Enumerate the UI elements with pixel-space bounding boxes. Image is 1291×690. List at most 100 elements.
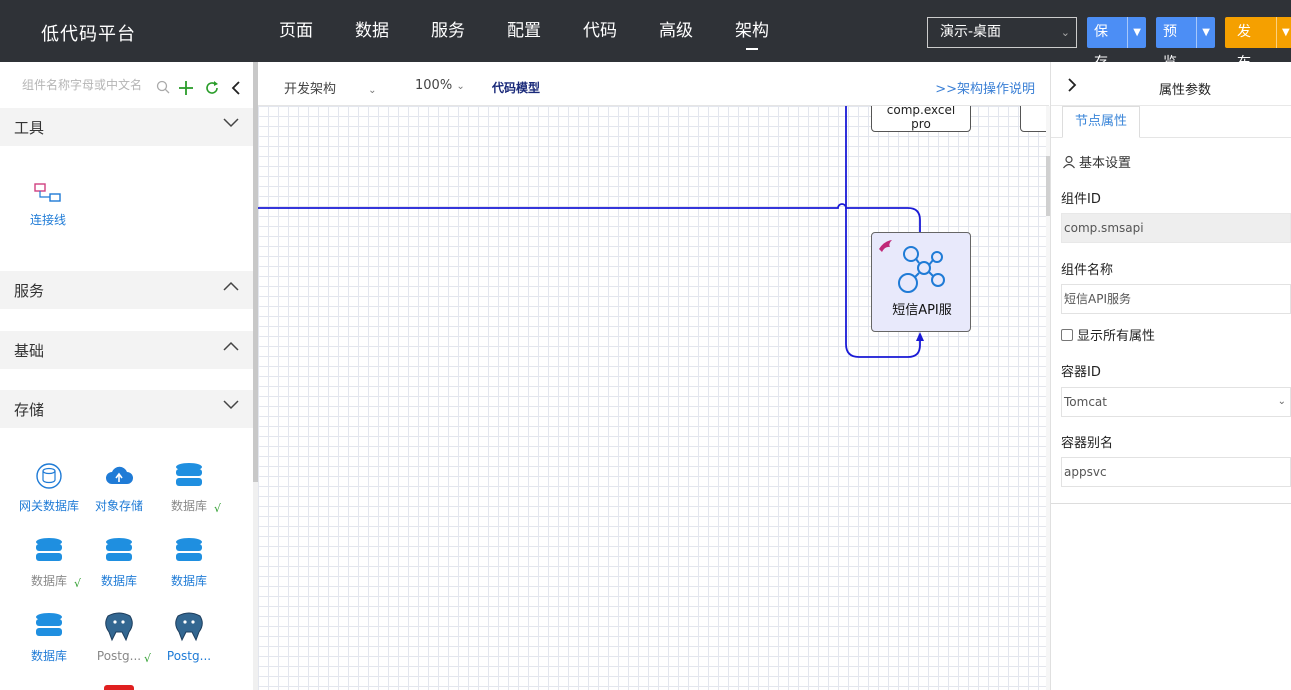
storage-label: Postg... [96, 649, 142, 663]
database-icon [176, 538, 202, 561]
section-storage-header[interactable]: 存储 [0, 390, 253, 428]
storage-db-4[interactable]: 数据库 [154, 537, 224, 589]
storage-db-5[interactable]: 数据库 [14, 612, 84, 664]
show-all-checkbox[interactable]: 显示所有属性 [1061, 325, 1155, 344]
nav-service[interactable]: 服务 [431, 21, 465, 41]
caret-down-icon[interactable]: ▼ [1275, 17, 1291, 48]
tab-node-properties[interactable]: 节点属性 [1062, 106, 1140, 138]
section-title: 工具 [14, 119, 45, 137]
storage-postgres-2[interactable]: Postg... [154, 610, 224, 663]
chevron-up-icon [223, 281, 239, 291]
scrollbar-thumb[interactable] [1046, 156, 1050, 216]
nav-advanced[interactable]: 高级 [659, 21, 693, 41]
scene-select[interactable]: 演示-桌面 ⌄ [927, 17, 1077, 48]
comp-id-field[interactable]: comp.smsapi [1061, 213, 1291, 243]
component-sidebar: 工具 连接线 服务 基础 存储 网关数据库 对象存储 [0, 62, 253, 690]
architecture-help-link[interactable]: >>架构操作说明 [935, 82, 1035, 97]
storage-label: 数据库 [170, 499, 207, 513]
zoom-select-value: 100% [415, 78, 453, 93]
preview-label: 预览 [1163, 24, 1177, 71]
partial-component-icon [104, 685, 134, 690]
add-icon[interactable] [179, 81, 193, 95]
publish-button[interactable]: 发布 ▼ [1225, 17, 1291, 71]
chevron-up-icon [223, 341, 239, 351]
storage-label: Postg... [166, 649, 212, 663]
section-services-header[interactable]: 服务 [0, 271, 253, 309]
section-tools-header[interactable]: 工具 [0, 108, 253, 146]
storage-label: 网关数据库 [18, 499, 79, 513]
nav-config[interactable]: 配置 [507, 21, 541, 41]
storage-label: 数据库 [170, 574, 207, 588]
storage-db-1[interactable]: 数据库 [154, 462, 224, 514]
storage-label: 数据库 [100, 574, 137, 588]
panel-header: 属性参数 [1051, 62, 1291, 106]
storage-object[interactable]: 对象存储 [84, 462, 154, 514]
section-basic-header[interactable]: 基础 [0, 331, 253, 369]
component-search-input[interactable] [22, 78, 152, 92]
caret-down-icon[interactable]: ▼ [1127, 17, 1146, 48]
refresh-icon[interactable] [204, 80, 220, 96]
storage-label: 数据库 [30, 649, 67, 663]
save-label: 保存 [1094, 24, 1108, 71]
tool-label: 连接线 [29, 213, 66, 227]
section-title: 基本设置 [1079, 156, 1132, 171]
database-icon [176, 463, 202, 486]
nav-code[interactable]: 代码 [583, 21, 617, 41]
section-title: 基础 [14, 342, 45, 360]
chevron-down-icon [223, 118, 239, 128]
node-comp-excel[interactable]: comp.excel pro [871, 106, 971, 132]
user-icon [1063, 155, 1075, 168]
node-partial[interactable] [1020, 106, 1046, 132]
tab-divider [1051, 137, 1291, 138]
storage-label: 对象存储 [94, 499, 143, 513]
cloud-upload-icon [106, 466, 133, 484]
check-mark: √ [214, 502, 222, 515]
search-icon[interactable] [156, 80, 170, 94]
mode-select-value: 开发架构 [284, 82, 337, 97]
canvas-scrollbar[interactable] [1046, 106, 1050, 690]
database-icon [36, 538, 62, 561]
panel-title: 属性参数 [1159, 83, 1212, 98]
nav-page[interactable]: 页面 [279, 21, 313, 41]
chevron-down-icon [223, 400, 239, 410]
scrollbar-thumb[interactable] [253, 62, 258, 482]
storage-gateway-db[interactable]: 网关数据库 [14, 462, 84, 514]
comp-id-label: 组件ID [1061, 192, 1101, 207]
container-alias-field[interactable]: appsvc [1061, 457, 1291, 487]
properties-panel: 属性参数 节点属性 基本设置 组件ID comp.smsapi 组件名称 短信A… [1050, 62, 1291, 690]
tool-connector[interactable]: 连接线 [13, 182, 83, 228]
mode-select[interactable]: 开发架构 ⌄ [284, 78, 377, 97]
zoom-select[interactable]: 100% ⌄ [415, 78, 465, 93]
search-row [0, 62, 253, 108]
storage-db-2[interactable]: 数据库 [14, 537, 84, 589]
basic-settings-header: 基本设置 [1062, 152, 1131, 171]
node-label: pro [911, 117, 931, 131]
save-button[interactable]: 保存 ▼ [1087, 17, 1146, 71]
storage-postgres-1[interactable]: Postg... [84, 610, 154, 663]
connector-icon [34, 183, 61, 202]
nav-architecture[interactable]: 架构 [714, 0, 790, 62]
canvas-toolbar: 开发架构 ⌄ 100% ⌄ 代码模型 >>架构操作说明 [258, 62, 1049, 106]
node-sms-api[interactable]: 短信API服 [871, 232, 971, 332]
code-model-link[interactable]: 代码模型 [492, 81, 541, 95]
postgresql-elephant-icon [105, 612, 133, 642]
checkbox-box[interactable] [1061, 328, 1073, 341]
architecture-canvas[interactable]: comp.excel pro 短信API服 [258, 106, 1046, 690]
preview-button[interactable]: 预览 ▼ [1156, 17, 1215, 71]
caret-down-icon[interactable]: ▼ [1196, 17, 1215, 48]
container-id-select[interactable]: Tomcat ⌄ [1061, 387, 1291, 417]
chevron-right-icon[interactable] [1067, 78, 1077, 92]
edge-line [845, 106, 921, 358]
container-id-label: 容器ID [1061, 365, 1101, 380]
panel-divider [1051, 503, 1291, 504]
comp-name-field[interactable]: 短信API服务 [1061, 284, 1291, 314]
scene-select-value: 演示-桌面 [940, 24, 1002, 40]
service-network-icon [898, 246, 945, 293]
node-label: 短信API服 [892, 303, 952, 318]
nav-data[interactable]: 数据 [355, 21, 389, 41]
storage-db-3[interactable]: 数据库 [84, 537, 154, 589]
collapse-left-icon[interactable] [231, 81, 241, 95]
edge-arrowhead [916, 332, 924, 341]
publish-label: 发布 [1237, 24, 1251, 71]
sidebar-scrollbar[interactable] [253, 62, 258, 690]
